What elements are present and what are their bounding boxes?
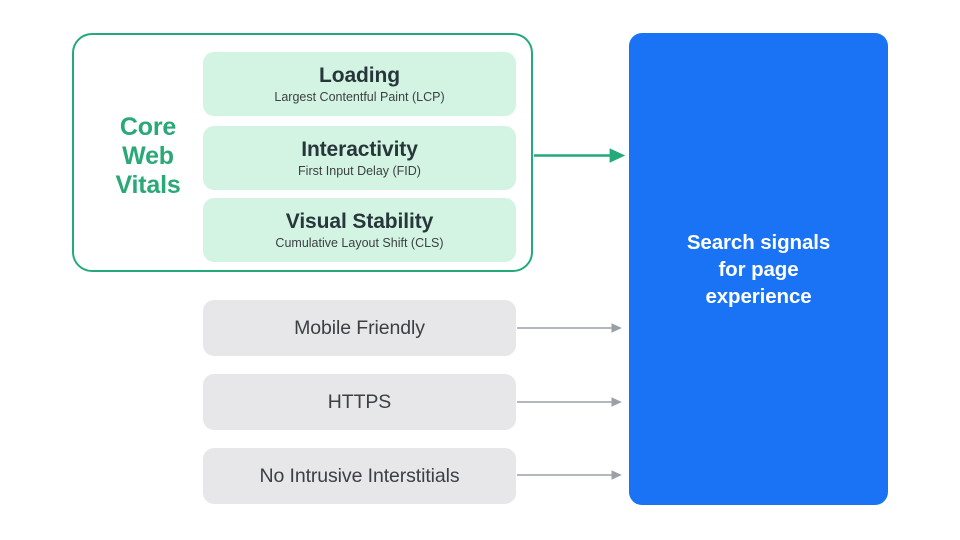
core-web-vitals-group-label: Core (119, 113, 177, 141)
core-web-vitals-group-label-line3: Vitals (115, 171, 181, 199)
mobile-friendly-label: Mobile Friendly (294, 316, 425, 339)
vital-card-interactivity[interactable]: Interactivity First Input Delay (FID) (203, 126, 516, 190)
mobile-friendly-card[interactable]: Mobile Friendly (203, 300, 516, 356)
vital-title-loading: Loading (319, 64, 400, 87)
vital-subtitle-loading: Largest Contentful Paint (LCP) (274, 90, 445, 104)
https-label: HTTPS (327, 390, 392, 413)
https-card[interactable]: HTTPS (203, 374, 516, 430)
vital-title-interactivity: Interactivity (301, 138, 418, 161)
search-signals-box[interactable]: Search signals for page experience (629, 33, 888, 505)
vital-title-visual-stability: Visual Stability (285, 210, 434, 233)
core-web-vitals-group (72, 33, 533, 272)
no-intrusive-interstitials-label: No Intrusive Interstitials (259, 464, 460, 487)
vital-card-loading[interactable]: Loading Largest Contentful Paint (LCP) (203, 52, 516, 116)
vital-subtitle-interactivity: First Input Delay (FID) (298, 164, 421, 178)
core-web-vitals-group-label-line2: Web (122, 142, 174, 170)
no-intrusive-interstitials-card[interactable]: No Intrusive Interstitials (203, 448, 516, 504)
vital-subtitle-visual-stability: Cumulative Layout Shift (CLS) (275, 236, 444, 250)
search-signals-label: Search signals for page experience (686, 230, 831, 308)
vital-card-visual-stability[interactable]: Visual Stability Cumulative Layout Shift… (203, 198, 516, 262)
